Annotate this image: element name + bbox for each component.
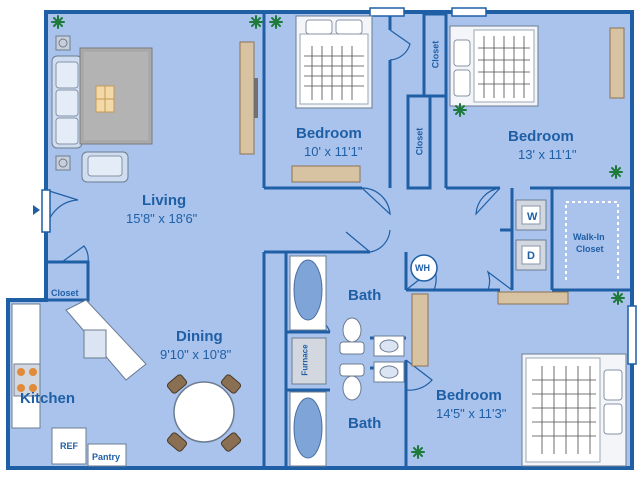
room-name-bath-2: Bath [348, 415, 382, 432]
shelf-icon [497, 291, 569, 305]
room-dim-bedroom-2: 13' x 11'1" [518, 147, 577, 162]
dining-table-icon [166, 374, 242, 452]
room-dim-dining: 9'10" x 10'8" [160, 347, 232, 362]
closet-label-bedroom-2: Closet [430, 40, 441, 69]
water-heater-icon [410, 254, 438, 282]
bathtub-icon [289, 391, 327, 467]
refrigerator-label: REF [60, 441, 78, 451]
floor-area [8, 12, 632, 468]
water-heater-label: WH [415, 263, 430, 273]
toilet-icon [339, 317, 365, 401]
windows [41, 7, 637, 365]
room-dim-bedroom-1: 10' x 11'1" [304, 144, 363, 159]
sink-icon [373, 335, 405, 383]
plant-icon [51, 15, 625, 459]
dresser-icon [609, 27, 625, 99]
walkin-closet-label-2: Closet [576, 244, 604, 254]
vanity-icon [411, 293, 429, 367]
furnace-icon [291, 337, 327, 385]
room-name-bedroom-1: Bedroom [296, 125, 362, 142]
walkin-closet-shelf [565, 201, 619, 280]
refrigerator-icon [51, 427, 87, 465]
furnace-label: Furnace [300, 344, 310, 376]
washer-icon [515, 199, 547, 231]
closet-label-living: Closet [51, 288, 79, 298]
room-dim-living: 15'8" x 18'6" [126, 211, 198, 226]
dryer-label: D [527, 250, 535, 262]
bed-icon [295, 15, 373, 109]
room-name-bedroom-3: Bedroom [436, 387, 502, 404]
tv-console-icon [239, 41, 258, 155]
dryer-icon [515, 239, 547, 271]
bathtub-icon [289, 255, 327, 331]
bed-icon [521, 353, 627, 467]
pantry-box [87, 443, 127, 467]
room-dim-bedroom-3: 14'5" x 11'3" [436, 406, 507, 421]
closet-label-bedroom-1: Closet [414, 127, 425, 156]
bed-icon [449, 25, 539, 107]
pantry-label: Pantry [92, 452, 121, 462]
room-name-bath-1: Bath [348, 287, 382, 304]
washer-label: W [527, 211, 538, 223]
sofa-icon [51, 55, 83, 149]
armchair-icon [81, 151, 129, 183]
room-name-living: Living [142, 192, 187, 209]
room-name-bedroom-2: Bedroom [508, 128, 574, 145]
dresser-icon [291, 165, 361, 183]
entry-arrow-icon [33, 205, 40, 215]
room-name-dining: Dining [176, 328, 223, 345]
stove-icon [13, 363, 41, 397]
outer-walls [6, 10, 634, 470]
room-name-kitchen: Kitchen [20, 390, 76, 407]
lamp-icon [55, 35, 71, 171]
rug-icon [79, 47, 153, 145]
walkin-closet-label: Walk-In [573, 232, 605, 242]
